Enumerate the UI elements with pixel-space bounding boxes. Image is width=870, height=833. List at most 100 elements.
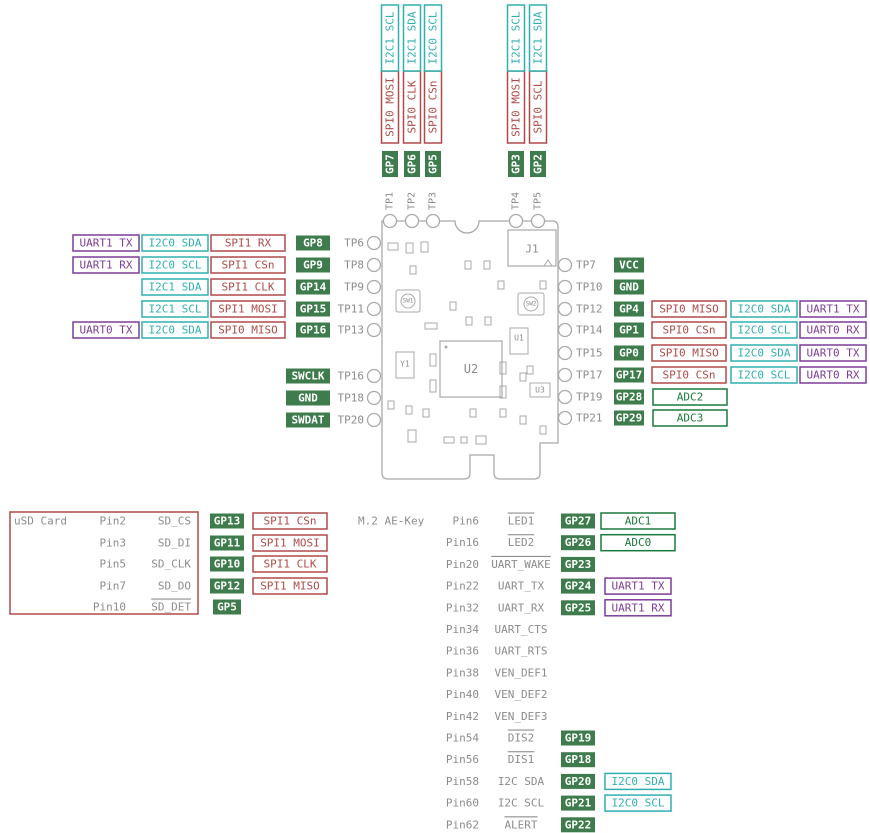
- m2-signal-label: DIS1: [508, 753, 535, 766]
- gpio-label: GP7: [384, 154, 397, 174]
- gpio-label: GP1: [619, 324, 639, 337]
- m2-signal-label: VEN_DEF3: [495, 710, 548, 723]
- testpoint-label: TP7: [576, 259, 596, 272]
- testpoint-label: TP9: [344, 281, 364, 294]
- gpio-chip-gp25: GP25: [561, 600, 595, 616]
- i2c-function-box: I2C1 SCL: [506, 4, 526, 72]
- function-label: UART1 RX: [612, 601, 665, 614]
- function-label: SPI0 CSn: [663, 324, 716, 337]
- m2-signal-label: VEN_DEF1: [495, 666, 548, 679]
- m2-pin-label: Pin38: [446, 666, 479, 679]
- passive-component: [424, 322, 438, 330]
- gpio-label: GP16: [300, 324, 327, 337]
- gpio-label: GP22: [565, 818, 592, 831]
- function-label: I2C1 SCL: [510, 11, 523, 64]
- gpio-chip-gp20: GP20: [561, 773, 595, 789]
- function-label: UART1 TX: [612, 580, 665, 593]
- function-label: UART0 RX: [807, 324, 860, 337]
- gpio-label: GP17: [616, 369, 643, 382]
- passive-component: [464, 260, 472, 270]
- i2c-function-box: I2C0 SDA: [730, 344, 798, 362]
- gpio-label: GP0: [619, 347, 639, 360]
- gpio-label: GP24: [565, 580, 592, 593]
- passive-component: [499, 385, 507, 399]
- passive-component: [405, 405, 413, 415]
- gpio-chip-gp5: GP5: [425, 151, 441, 177]
- m2-pin-label: Pin62: [446, 818, 479, 831]
- testpoint-tp12: [557, 301, 573, 317]
- sd-signal-label: SD_CS: [158, 515, 191, 528]
- testpoint-tp19: [557, 389, 573, 405]
- function-label: ADC0: [625, 536, 652, 549]
- m2-signal-label: UART_RTS: [495, 645, 548, 658]
- gpio-chip-gp28: GP28: [614, 389, 644, 405]
- m2-signal-label: DIS2: [508, 732, 535, 745]
- uart-function-box: UART0 RX: [799, 321, 867, 339]
- adc-function-box: ADC3: [652, 409, 728, 427]
- function-label: UART1 RX: [80, 259, 133, 272]
- i2c-function-box: I2C0 SCL: [141, 256, 209, 274]
- m2-pin-label: Pin60: [446, 797, 479, 810]
- spi-function-box: SPI1 RX: [210, 234, 286, 252]
- testpoint-label: TP18: [338, 392, 365, 405]
- testpoint-label: TP6: [344, 237, 364, 250]
- m2-signal-label: VEN_DEF2: [495, 688, 548, 701]
- passive-component: [443, 436, 455, 444]
- passive-component: [539, 425, 547, 435]
- testpoint-tp21: [557, 410, 573, 426]
- passive-component: [409, 265, 417, 275]
- testpoint-label: TP19: [576, 391, 603, 404]
- sd-signal-label: SD_DET: [151, 601, 191, 614]
- gpio-label: GP5: [217, 601, 237, 614]
- u2-label: U2: [464, 362, 478, 376]
- gpio-chip-gp6: GP6: [404, 151, 420, 177]
- i2c-function-box: I2C1 SCL: [141, 300, 209, 318]
- gpio-chip-gp16: GP16: [296, 322, 330, 338]
- passive-component: [483, 260, 491, 270]
- function-label: SPI0 SCL: [532, 80, 545, 133]
- gpio-label: GP4: [619, 303, 639, 316]
- testpoint-tp4: [508, 213, 524, 229]
- function-label: SPI0 MISO: [218, 324, 278, 337]
- u3-chip: [529, 382, 551, 398]
- gpio-chip-gp0: GP0: [614, 345, 644, 361]
- uart-function-box: UART1 TX: [799, 300, 867, 318]
- testpoint-tp10: [557, 279, 573, 295]
- testpoint-tp13: [366, 322, 382, 338]
- function-label: I2C0 SCL: [738, 369, 791, 382]
- function-label: I2C0 SDA: [738, 303, 791, 316]
- passive-component: [420, 241, 429, 253]
- gpio-label: GP18: [565, 753, 592, 766]
- i2c-function-box: I2C0 SCL: [423, 4, 443, 72]
- gpio-chip-gp15: GP15: [296, 301, 330, 317]
- function-label: I2C0 SCL: [149, 259, 202, 272]
- u1-label: U1: [514, 334, 524, 343]
- i2c-function-box: I2C0 SDA: [730, 300, 798, 318]
- testpoint-tp2: [404, 213, 420, 229]
- sw2-label: SW2: [526, 301, 537, 308]
- function-label: I2C1 SCL: [149, 303, 202, 316]
- gpio-chip-gp27: GP27: [561, 513, 595, 529]
- testpoint-tp11: [366, 301, 382, 317]
- spi-function-box: SPI0 MISO: [651, 344, 727, 362]
- function-label: ADC3: [677, 412, 704, 425]
- gpio-chip-gp12: GP12: [210, 578, 244, 594]
- spi-function-box: SPI1 CLK: [210, 278, 286, 296]
- j1-label: J1: [525, 243, 538, 256]
- function-label: SPI1 MOSI: [260, 537, 320, 550]
- function-label: I2C0 SDA: [149, 237, 202, 250]
- uart-function-box: UART0 TX: [799, 344, 867, 362]
- testpoint-label: TP1: [385, 192, 396, 210]
- testpoint-tp15: [557, 345, 573, 361]
- sw2-button: [517, 292, 545, 316]
- m2-signal-label: LED2: [508, 536, 535, 549]
- uart-function-box: UART1 RX: [72, 256, 140, 274]
- function-label: I2C1 SDA: [406, 11, 419, 64]
- spi-function-box: SPI1 MOSI: [210, 300, 286, 318]
- gpio-label: GP14: [300, 281, 327, 294]
- passive-component: [526, 365, 534, 375]
- m2-pin-label: Pin36: [446, 645, 479, 658]
- m2-pin-label: Pin40: [446, 688, 479, 701]
- function-label: UART0 TX: [807, 347, 860, 360]
- passive-component: [519, 372, 527, 382]
